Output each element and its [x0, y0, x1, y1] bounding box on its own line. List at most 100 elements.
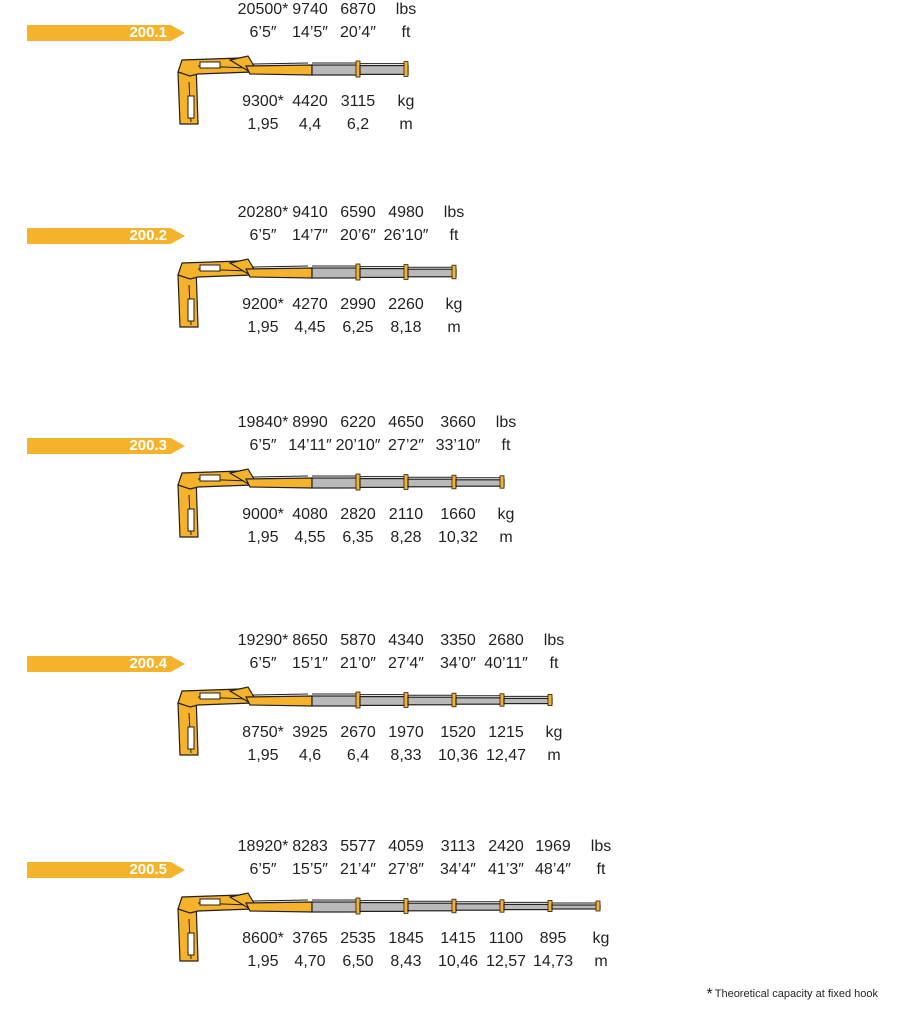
- kg-value: 1415: [440, 930, 476, 947]
- model-label: 200.2: [129, 227, 167, 244]
- kg-unit-label: kg: [545, 724, 563, 741]
- extension-section: [359, 902, 409, 913]
- extension-section: [311, 64, 361, 76]
- extension-section: [359, 268, 409, 279]
- extension-section: [455, 903, 505, 911]
- extension-section: [455, 697, 505, 705]
- kg-value: 2535: [340, 930, 376, 947]
- m-value: 8,43: [390, 953, 422, 970]
- kg-value: 9300*: [242, 93, 284, 110]
- ft-value: 26’10″: [383, 227, 429, 244]
- extension-joint: [403, 898, 409, 914]
- ft-value: 21’0″: [340, 655, 376, 672]
- lbs-value: 8650: [292, 632, 328, 649]
- lbs-value: 4340: [388, 632, 424, 649]
- m-value: 8,33: [390, 747, 422, 764]
- extension-joint: [355, 60, 361, 78]
- extension-section: [503, 903, 553, 911]
- ft-unit-label: ft: [549, 655, 559, 672]
- m-value: 10,32: [437, 529, 479, 546]
- m-value: 10,46: [437, 953, 479, 970]
- kg-value: 3115: [340, 93, 376, 110]
- boom-tip: [547, 693, 553, 706]
- m-value: 1,95: [247, 747, 279, 764]
- kg-value: 4080: [292, 506, 328, 523]
- lbs-value: 4650: [388, 414, 424, 431]
- ft-value: 27’4″: [388, 655, 424, 672]
- kg-value: 2110: [388, 506, 424, 523]
- inner-boom-piston: [199, 264, 221, 272]
- extension-joint: [499, 693, 505, 707]
- ft-value: 15’1″: [292, 655, 328, 672]
- m-value: 1,95: [247, 116, 279, 133]
- m-value: 4,4: [298, 116, 322, 133]
- ft-value: 6’5″: [249, 227, 277, 244]
- extension-joint: [355, 691, 361, 709]
- m-value: 6,4: [346, 747, 370, 764]
- m-value: 4,45: [294, 319, 326, 336]
- m-value: 1,95: [247, 953, 279, 970]
- footnote-text: Theoretical capacity at fixed hook: [714, 988, 878, 1000]
- extension-section: [359, 478, 409, 489]
- ft-value: 20’10″: [335, 437, 381, 454]
- m-value: 6,25: [342, 319, 374, 336]
- ft-value: 33’10″: [435, 437, 481, 454]
- m-unit-label: m: [499, 529, 513, 546]
- extension-section: [311, 695, 361, 707]
- crane-illustration: [177, 686, 553, 756]
- inner-boom-piston: [199, 61, 221, 69]
- extension-section: [407, 902, 457, 912]
- kg-value: 2990: [340, 296, 376, 313]
- lbs-value: 8990: [292, 414, 328, 431]
- column-piston: [187, 508, 195, 532]
- lbs-value: 19840*: [237, 414, 289, 431]
- m-value: 10,36: [437, 747, 479, 764]
- ft-value: 48’4″: [535, 861, 571, 878]
- boom-tip: [595, 900, 601, 912]
- inner-boom-piston: [199, 692, 221, 700]
- m-unit-label: m: [447, 319, 461, 336]
- kg-value: 4420: [292, 93, 328, 110]
- inner-boom-piston: [199, 898, 221, 906]
- kg-value: 3925: [292, 724, 328, 741]
- lbs-value: 3660: [440, 414, 476, 431]
- m-unit-label: m: [399, 116, 413, 133]
- model-label: 200.1: [129, 24, 167, 41]
- m-value: 12,57: [485, 953, 527, 970]
- ft-value: 27’2″: [388, 437, 424, 454]
- footnote-star: *: [706, 986, 713, 1003]
- lbs-value: 5870: [340, 632, 376, 649]
- extension-section: [407, 478, 457, 488]
- extension-joint: [499, 899, 505, 913]
- m-value: 4,55: [294, 529, 326, 546]
- kg-value: 1970: [388, 724, 424, 741]
- model-label: 200.3: [129, 437, 167, 454]
- lbs-value: 5577: [340, 838, 376, 855]
- ft-value: 14’7″: [292, 227, 328, 244]
- extension-section: [407, 696, 457, 706]
- extension-section: [311, 901, 361, 913]
- ft-value: 20’6″: [340, 227, 376, 244]
- lbs-value: 1969: [535, 838, 571, 855]
- lbs-value: 4059: [388, 838, 424, 855]
- extension-joint: [451, 898, 457, 914]
- outer-boom: [245, 64, 313, 76]
- ft-unit-label: ft: [401, 24, 411, 41]
- ft-value: 41’3″: [488, 861, 524, 878]
- lbs-value: 20500*: [237, 1, 289, 18]
- m-unit-label: m: [594, 953, 608, 970]
- kg-value: 1215: [488, 724, 524, 741]
- ft-unit-label: ft: [596, 861, 606, 878]
- extension-joint: [403, 264, 409, 280]
- ft-value: 6’5″: [249, 24, 277, 41]
- column-piston: [187, 932, 195, 956]
- extension-section: [407, 268, 457, 278]
- extension-joint: [403, 692, 409, 708]
- m-value: 6,2: [346, 116, 370, 133]
- lbs-value: 2680: [488, 632, 524, 649]
- m-value: 14,73: [532, 953, 574, 970]
- kg-unit-label: kg: [592, 930, 610, 947]
- lbs-value: 6590: [340, 204, 376, 221]
